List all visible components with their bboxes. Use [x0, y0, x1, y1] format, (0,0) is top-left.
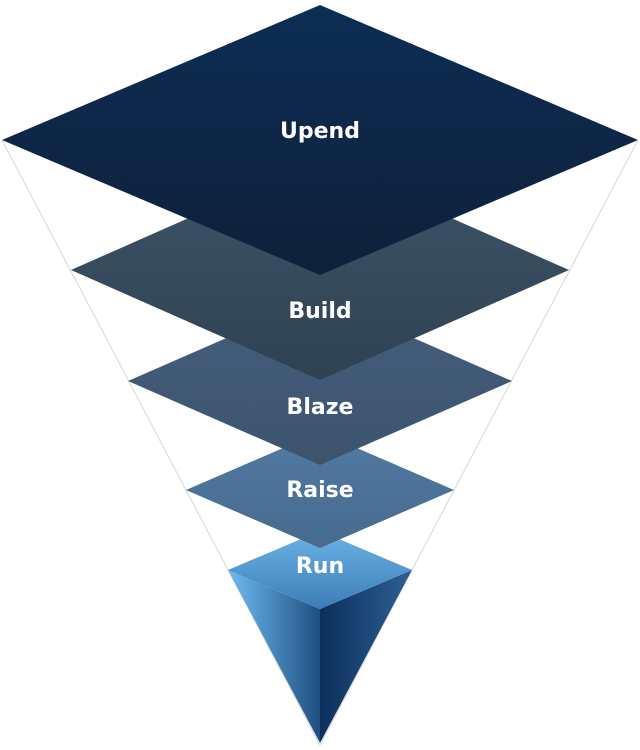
run-label: Run: [296, 554, 344, 579]
layer-raise: Raise: [186, 432, 454, 548]
outline-left: [1, 139, 321, 746]
run-left-face: [228, 570, 320, 743]
blaze-diamond: [128, 297, 512, 465]
raise-diamond: [186, 432, 454, 548]
build-label: Build: [288, 299, 351, 324]
layer-blaze: Blaze: [128, 297, 512, 465]
layer-run: Run: [228, 531, 412, 743]
upend-label: Upend: [280, 119, 360, 144]
outline-right: [319, 139, 639, 746]
run-top-face: [228, 531, 412, 609]
run-right-face: [320, 570, 412, 743]
raise-label: Raise: [286, 478, 353, 503]
layer-upend: Upend: [2, 5, 638, 275]
upend-diamond: [2, 5, 638, 275]
blaze-label: Blaze: [287, 395, 354, 420]
